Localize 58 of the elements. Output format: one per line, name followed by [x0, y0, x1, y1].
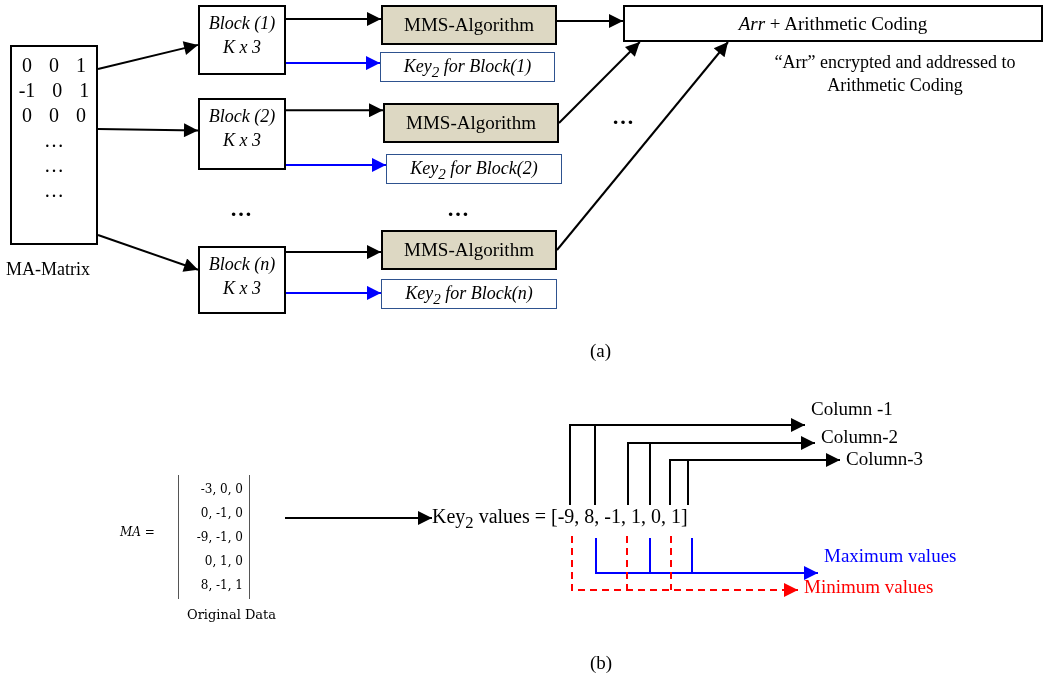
arrow — [285, 157, 387, 172]
arrow — [556, 41, 729, 251]
block-box — [198, 5, 286, 75]
matrix-caption: MA-Matrix — [6, 259, 90, 280]
matrix-name: MA = — [120, 525, 155, 539]
matrix-row: -1 0 1 — [18, 78, 90, 103]
equation-text: Key$_{2}$ values = [-9, 8, -1, 1, 0, 1] — [432, 505, 712, 532]
matrix-row-text: 8, -1, 1 — [199, 577, 243, 594]
matrix-row: 0 0 1 — [22, 53, 86, 78]
arrow — [556, 14, 624, 28]
arrow — [285, 12, 382, 26]
legend-label: Maximum values — [818, 545, 998, 575]
key-box: Key$_{2}$ for Block(2) — [386, 154, 562, 184]
block-box — [198, 246, 286, 314]
matrix-row: 0 0 0 — [22, 103, 86, 128]
panel-label: (a) — [590, 340, 612, 362]
block-size: K x 3 — [223, 36, 261, 59]
arrow — [97, 234, 199, 272]
algorithm-box: MMS-Algorithm — [381, 230, 557, 270]
arrow — [285, 245, 382, 260]
arrow — [285, 285, 382, 300]
arrow — [669, 453, 841, 506]
key-box: Key$_{2}$ for Block(n) — [381, 279, 557, 309]
matrix-caption: Original Data — [187, 607, 277, 622]
arrow — [97, 123, 199, 138]
arrow — [284, 511, 433, 525]
matrix-row: … — [44, 178, 64, 203]
key-box: Key$_{2}$ for Block(1) — [380, 52, 555, 82]
arrow — [97, 41, 199, 70]
block-label: Block (2) — [208, 105, 276, 128]
arrow — [569, 418, 806, 506]
matrix-row-text: 0, 1, 0 — [203, 553, 243, 570]
block-label: Block (1) — [208, 12, 276, 35]
arrow — [558, 41, 641, 124]
matrix-row-text: -9, -1, 0 — [195, 529, 243, 546]
algorithm-box: MMS-Algorithm — [383, 103, 559, 143]
ellipsis-text: … — [447, 196, 469, 222]
matrix-row-text: 0, -1, 0 — [199, 505, 243, 522]
arrow — [595, 537, 819, 580]
block-size: K x 3 — [223, 277, 261, 300]
arrow — [571, 535, 799, 597]
algorithm-box: MMS-Algorithm — [381, 5, 557, 45]
matrix-row: … — [44, 128, 64, 153]
arrow — [285, 103, 384, 118]
arrow — [285, 56, 381, 71]
block-label: Block (n) — [208, 253, 276, 276]
matrix-row: … — [44, 153, 64, 178]
block-box — [198, 98, 286, 170]
column-label: Column -1 — [805, 398, 915, 430]
matrix-row-text: -3, 0, 0 — [199, 481, 243, 498]
note-text: “Arr” encrypted and addressed to Arithmetic Coding — [773, 51, 1017, 97]
ellipsis-text: … — [230, 196, 252, 222]
arrow — [627, 436, 816, 506]
legend-label: Minimum values — [798, 576, 978, 602]
block-size: K x 3 — [223, 129, 261, 152]
column-label: Column-3 — [840, 448, 940, 474]
ellipsis-text: … — [612, 104, 634, 130]
panel-label: (b) — [590, 652, 613, 674]
